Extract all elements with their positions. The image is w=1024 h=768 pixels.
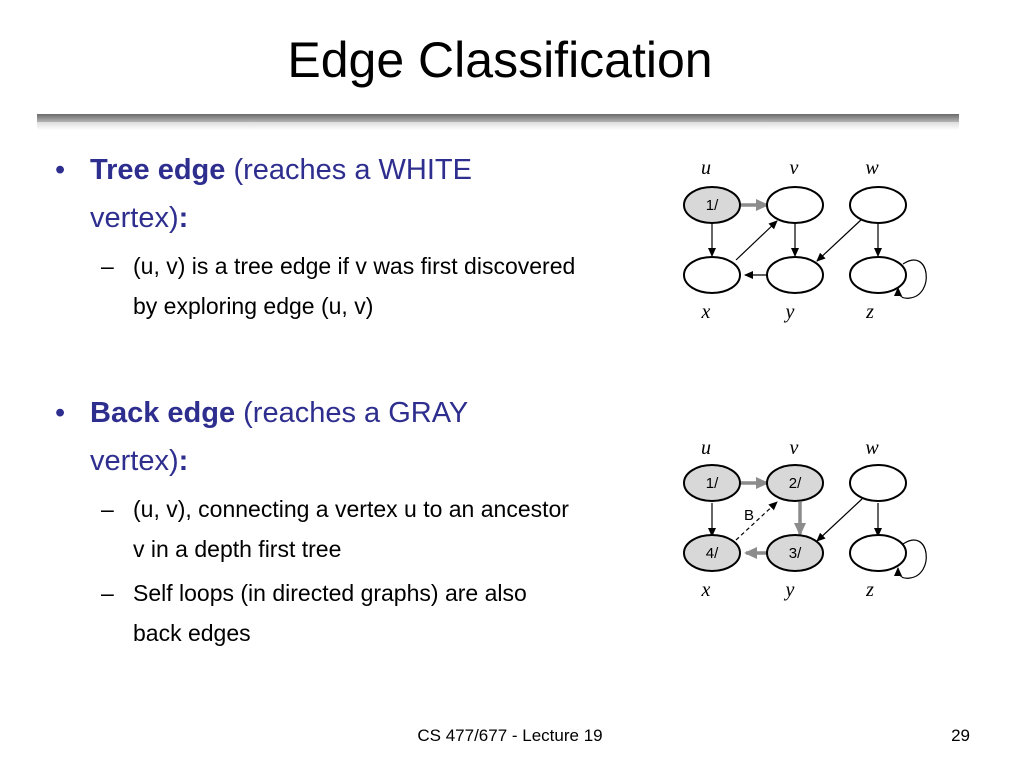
node-u (683, 186, 741, 224)
node-v (766, 464, 824, 502)
vertex-label-y: y (784, 579, 795, 601)
sub-bullet: – (u, v) is a tree edge if v was first d… (55, 246, 593, 326)
node-label-u: 1/ (706, 475, 719, 492)
sub-bullet-text: Self loops (in directed graphs) are also… (133, 580, 527, 646)
vertex-label-v: v (790, 437, 799, 459)
bullet-colon: : (178, 202, 189, 234)
dfs-graph-back-edge: u v w B 1/ 2/ 4/ 3/ x y z (683, 437, 927, 601)
bullet-item: • Back edge (reaches a GRAY vertex): (55, 389, 560, 485)
title-rule (37, 114, 959, 122)
dfs-graph-tree-edge: u v w 1/ x y z (683, 157, 927, 323)
node-label-u: 1/ (706, 197, 719, 214)
bullet-text: (reaches a WHITE vertex) (90, 154, 472, 234)
bullet-keyword: Back edge (90, 397, 236, 429)
node-u (683, 464, 741, 502)
bullet-back-edge: • Back edge (reaches a GRAY vertex): – (… (55, 389, 595, 653)
edge-w-y (816, 218, 863, 262)
vertex-label-y: y (784, 301, 795, 323)
node-label-x: 4/ (706, 545, 719, 562)
edge-w-y (816, 498, 863, 542)
node-y (766, 256, 824, 294)
edge-z-z-self-loop (894, 539, 927, 579)
node-v (766, 186, 824, 224)
sub-bullet: – (u, v), connecting a vertex u to an an… (55, 489, 573, 569)
bullet-dot-icon: • (55, 397, 66, 429)
edge-x-v-back (735, 501, 778, 541)
bullet-colon: : (178, 445, 189, 477)
node-z (849, 256, 907, 294)
dash-icon: – (101, 496, 114, 522)
bullet-text: (reaches a GRAY vertex) (90, 397, 468, 477)
dash-icon: – (101, 580, 114, 606)
node-label-y: 3/ (789, 545, 802, 562)
vertex-label-z: z (865, 579, 874, 601)
edge-label-back: B (744, 507, 754, 524)
bullet-tree-edge: • Tree edge (reaches a WHITE vertex): – … (55, 146, 595, 326)
bullet-item: • Tree edge (reaches a WHITE vertex): (55, 146, 560, 242)
footer-page-number: 29 (951, 726, 970, 745)
bullet-dot-icon: • (55, 154, 66, 186)
vertex-label-u: u (701, 157, 711, 179)
node-x (683, 256, 741, 294)
node-z (849, 534, 907, 572)
bullet-keyword: Tree edge (90, 154, 226, 186)
edge-z-z-self-loop (894, 259, 927, 299)
node-w (849, 186, 907, 224)
vertex-label-z: z (865, 301, 874, 323)
node-w (849, 464, 907, 502)
vertex-label-w: w (865, 437, 879, 459)
vertex-label-x: x (701, 301, 711, 323)
sub-bullet-text: (u, v), connecting a vertex u to an ance… (133, 496, 569, 562)
edge-x-v (735, 220, 778, 261)
vertex-label-u: u (701, 437, 711, 459)
dash-icon: – (101, 253, 114, 279)
sub-bullet: – Self loops (in directed graphs) are al… (55, 573, 573, 653)
sub-bullet-text: (u, v) is a tree edge if v was first dis… (133, 253, 576, 319)
slide-title: Edge Classification (287, 32, 713, 88)
node-label-v: 2/ (789, 475, 802, 492)
node-x (683, 534, 741, 572)
vertex-label-v: v (790, 157, 799, 179)
node-y (766, 534, 824, 572)
vertex-label-x: x (701, 579, 711, 601)
vertex-label-w: w (865, 157, 879, 179)
footer-course-label: CS 477/677 - Lecture 19 (417, 726, 603, 745)
title-rule-shadow (37, 122, 959, 130)
